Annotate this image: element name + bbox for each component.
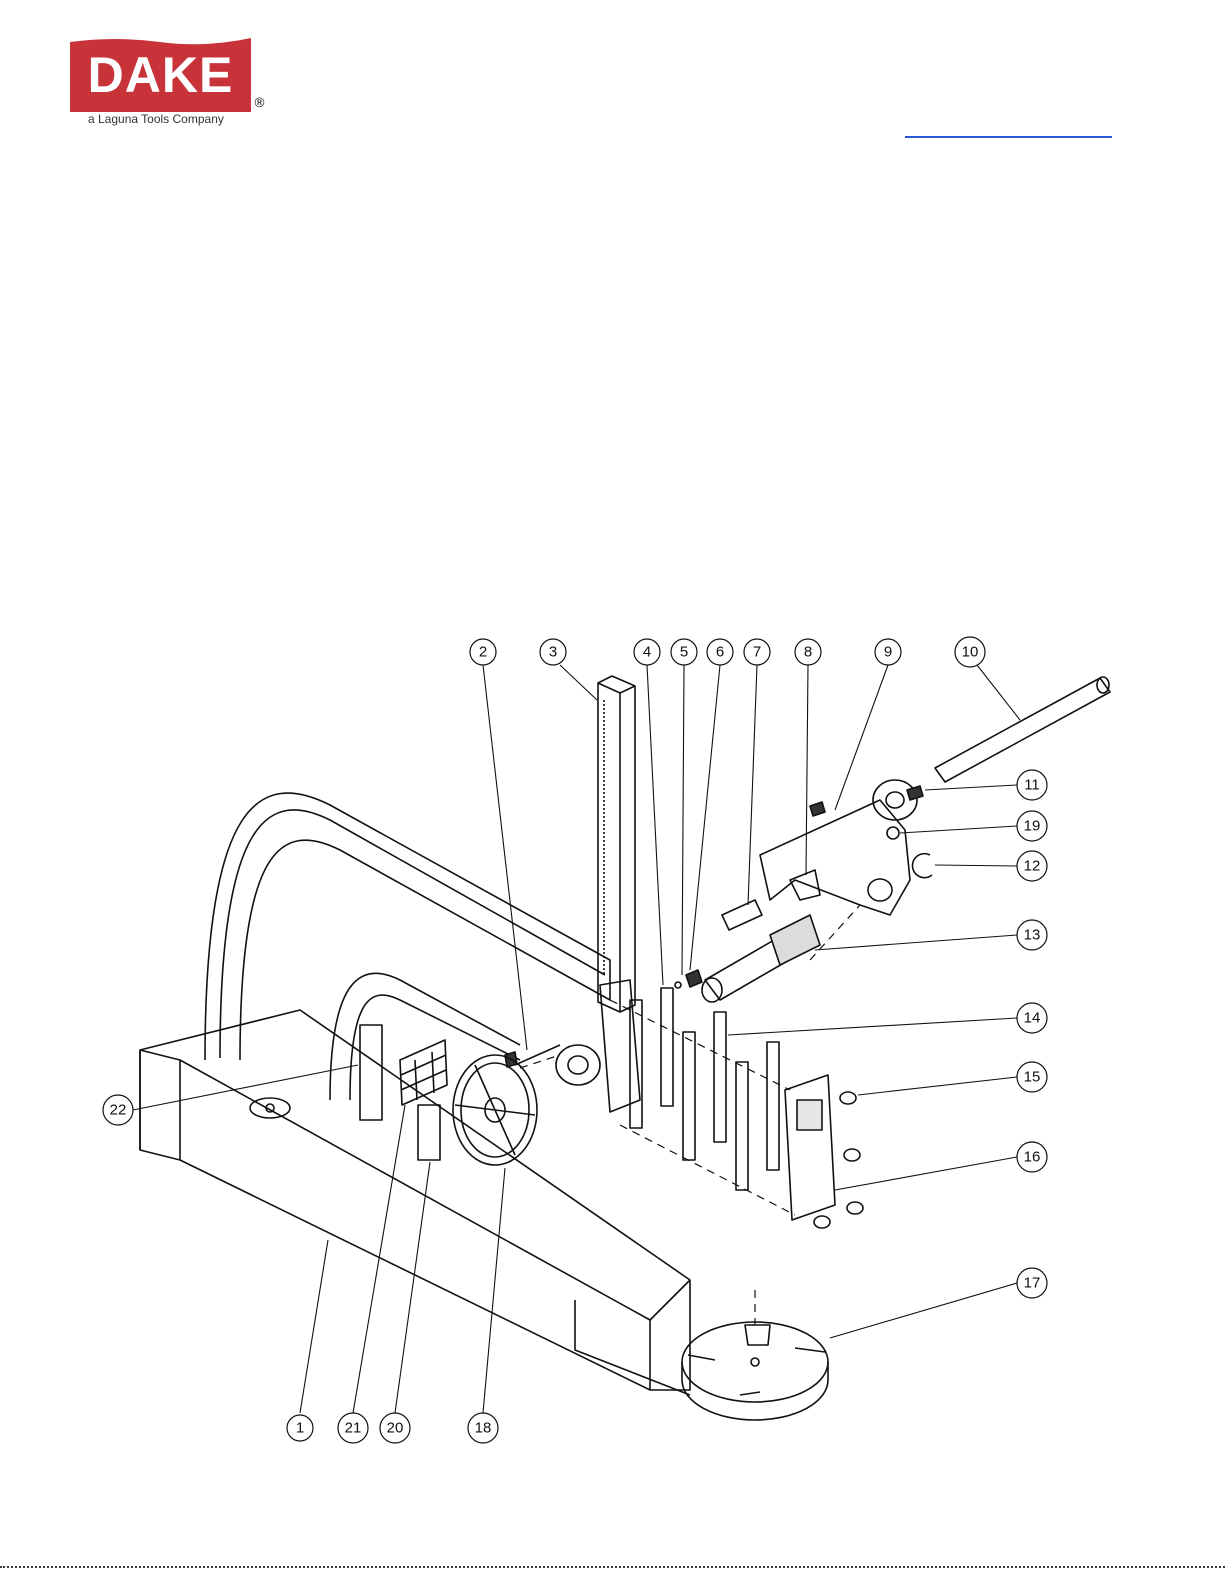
callout-number-8: 8: [804, 644, 812, 661]
small-fasteners: [505, 786, 932, 1067]
logo-wordmark: DAKE: [70, 46, 251, 104]
logo-tagline: a Laguna Tools Company: [88, 112, 224, 126]
callout-number-11: 11: [1024, 777, 1040, 794]
callout-number-10: 10: [962, 644, 979, 661]
pinion-shaft: [702, 915, 820, 1002]
footer-dotted-rule: [0, 1566, 1225, 1568]
callout-number-17: 17: [1024, 1275, 1041, 1292]
callout-number-22: 22: [110, 1102, 127, 1119]
callout-number-21: 21: [345, 1420, 362, 1437]
warning-labels: [360, 1025, 447, 1160]
rack-bar: [598, 676, 635, 1012]
callout-number-2: 2: [479, 644, 487, 661]
callout-number-4: 4: [643, 644, 651, 661]
anvil-plate: [682, 1322, 828, 1420]
callout-number-13: 13: [1024, 927, 1041, 944]
logo-registered-mark: ®: [253, 96, 266, 111]
gib-strips: [630, 988, 779, 1190]
callout-number-19: 19: [1024, 818, 1041, 835]
callout-number-9: 9: [884, 644, 892, 661]
exploded-parts-diagram: 2 3 4 5 6 7 8 9 10 11 19 12 13 14 15 16 …: [0, 600, 1225, 1470]
callout-number-14: 14: [1024, 1010, 1041, 1027]
callout-number-12: 12: [1024, 858, 1041, 875]
callout-number-5: 5: [680, 644, 688, 661]
press-frame: [140, 793, 690, 1395]
callout-number-20: 20: [387, 1420, 404, 1437]
leader-lines: [133, 665, 1020, 1413]
callout-number-16: 16: [1024, 1149, 1041, 1166]
handle-bar: [935, 677, 1110, 782]
pin: [722, 900, 762, 930]
callout-number-3: 3: [549, 644, 557, 661]
callout-number-18: 18: [475, 1420, 492, 1437]
callout-number-7: 7: [753, 644, 761, 661]
callout-number-6: 6: [716, 644, 724, 661]
header-link-underline[interactable]: [905, 120, 1112, 138]
brand-logo: DAKE ® a Laguna Tools Company: [70, 36, 270, 128]
face-plate: [785, 1075, 835, 1220]
callout-number-15: 15: [1024, 1069, 1041, 1086]
callout-number-1: 1: [296, 1420, 304, 1437]
